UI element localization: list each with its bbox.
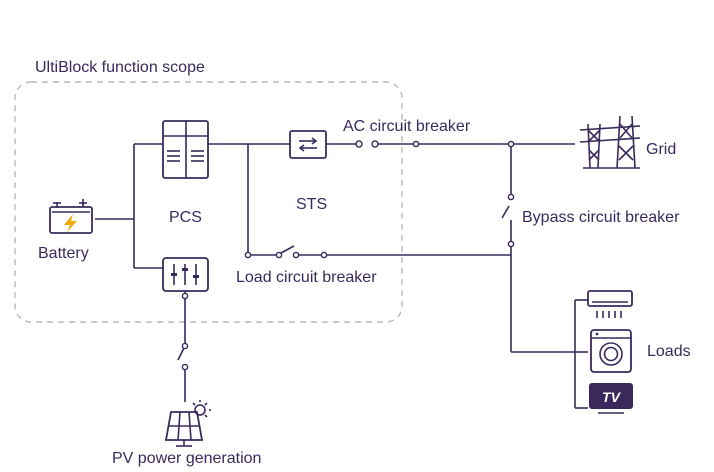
- svg-text:TV: TV: [602, 389, 622, 405]
- sts-label: STS: [296, 196, 327, 213]
- pv-label: PV power generation: [112, 450, 261, 467]
- pcs-label: PCS: [169, 209, 202, 226]
- scope-boundary: [14, 81, 403, 323]
- loads-label: Loads: [647, 343, 691, 360]
- battery-label: Battery: [38, 245, 89, 262]
- solar-panel-icon: [164, 400, 211, 447]
- scope-title: UltiBlock function scope: [35, 59, 205, 76]
- air-conditioner-icon: [587, 290, 633, 318]
- battery-icon: [49, 199, 93, 234]
- load-breaker-label: Load circuit breaker: [236, 269, 377, 286]
- combiner-cabinet-icon: [162, 257, 209, 292]
- ac-breaker-label: AC circuit breaker: [343, 118, 471, 135]
- pcs-cabinet-icon: [162, 120, 209, 179]
- washing-machine-icon: [590, 329, 632, 373]
- grid-label: Grid: [646, 141, 676, 158]
- bypass-breaker-label: Bypass circuit breaker: [522, 209, 680, 226]
- breaker-contacts: [181, 140, 515, 371]
- transmission-tower-icon: [579, 115, 641, 169]
- tv-icon: TV: [589, 383, 633, 414]
- sts-switch-icon: [289, 130, 327, 159]
